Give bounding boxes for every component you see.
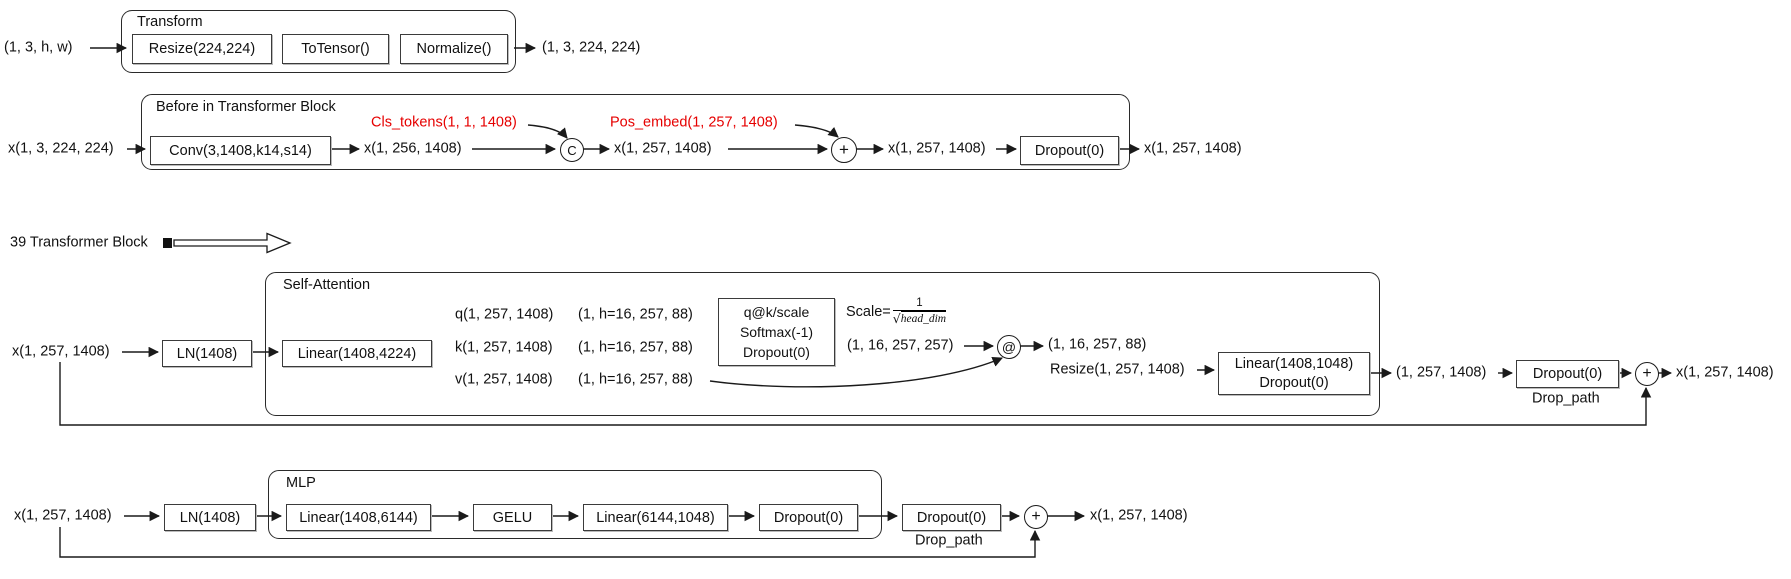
attn-input-shape: x(1, 257, 1408): [12, 343, 110, 360]
attn-op-line1: q@k/scale: [743, 304, 810, 320]
mlp-droppath-box: Dropout(0): [902, 504, 1001, 531]
sqrt-symbol: √: [892, 311, 901, 326]
attn-context-shape: (1, 16, 257, 88): [1048, 336, 1147, 353]
resize-box: Resize(224,224): [132, 34, 272, 64]
attn-ln-box: LN(1408): [162, 340, 252, 367]
mlp-fc2-box: Linear(6144,1048): [583, 504, 728, 531]
q-heads-shape: (1, h=16, 257, 88): [578, 306, 693, 323]
scale-fraction: 1 √ head_dim: [892, 297, 947, 327]
self-attention-container-label: Self-Attention: [283, 277, 371, 293]
mlp-dropout-box: Dropout(0): [759, 504, 858, 531]
arrow-cls-to-concat: [527, 124, 568, 139]
attn-proj-box: Linear(1408,1048) Dropout(0): [1218, 352, 1370, 395]
transform-container: [121, 10, 516, 73]
mlp-container: [268, 470, 882, 539]
embed-input-shape: x(1, 3, 224, 224): [8, 140, 114, 157]
after-concat-shape: x(1, 257, 1408): [614, 140, 712, 157]
qkv-linear-box: Linear(1408,4224): [282, 340, 432, 367]
attn-op-line3: Dropout(0): [743, 344, 810, 360]
attn-droppath-box: Dropout(0): [1516, 360, 1619, 388]
scale-formula: Scale= 1 √ head_dim: [846, 297, 947, 327]
mlp-container-label: MLP: [286, 475, 316, 491]
concat-op-circle: C: [560, 138, 584, 162]
attn-output-shape: x(1, 257, 1408): [1676, 364, 1774, 381]
mlp-add-op-circle: +: [1024, 505, 1048, 529]
k-shape: k(1, 257, 1408): [455, 339, 553, 356]
normalize-box: Normalize(): [400, 34, 508, 64]
arrow-pos-to-add: [794, 124, 839, 138]
attn-residual-wire: [59, 362, 1652, 426]
mlp-droppath-label: Drop_path: [915, 532, 983, 549]
repeat-count-label: 39 Transformer Block: [10, 234, 148, 251]
proj-line1: Linear(1408,1048): [1234, 355, 1354, 372]
proj-line2: Dropout(0): [1259, 374, 1329, 391]
mlp-fc1-box: Linear(1408,6144): [286, 504, 431, 531]
v-heads-shape: (1, h=16, 257, 88): [578, 371, 693, 388]
attention-ops-box: q@k/scale Softmax(-1) Dropout(0): [718, 298, 835, 366]
v-shape: v(1, 257, 1408): [455, 371, 553, 388]
arrow-v-to-matmul: [709, 356, 1003, 388]
cls-tokens-annotation: Cls_tokens(1, 1, 1408): [371, 114, 517, 131]
attn-op-line2: Softmax(-1): [739, 324, 814, 340]
attn-add-op-circle: +: [1635, 362, 1659, 386]
attn-droppath-label: Drop_path: [1532, 390, 1600, 407]
q-shape: q(1, 257, 1408): [455, 306, 554, 323]
mlp-output-shape: x(1, 257, 1408): [1090, 507, 1188, 524]
k-heads-shape: (1, h=16, 257, 88): [578, 339, 693, 356]
mlp-input-shape: x(1, 257, 1408): [14, 507, 112, 524]
attn-proj-out-shape: (1, 257, 1408): [1396, 364, 1487, 381]
pos-embed-annotation: Pos_embed(1, 257, 1408): [610, 114, 778, 131]
embed-dropout-box: Dropout(0): [1020, 136, 1119, 165]
matmul-op-circle: @: [997, 335, 1021, 359]
repeat-arrow-tail: [163, 238, 172, 248]
conv-box: Conv(3,1408,k14,s14): [150, 136, 331, 165]
attn-resize-label: Resize(1, 257, 1408): [1050, 361, 1185, 378]
embed-add-op-circle: +: [831, 137, 857, 163]
transform-input-shape: (1, 3, h, w): [4, 39, 73, 56]
attn-scores-shape: (1, 16, 257, 257): [847, 337, 954, 354]
mlp-ln-box: LN(1408): [164, 504, 256, 531]
totensor-box: ToTensor(): [282, 34, 389, 64]
self-attention-container: [265, 272, 1380, 416]
transform-container-label: Transform: [137, 14, 203, 30]
embed-container: [141, 94, 1130, 170]
repeat-block-arrow: [173, 232, 292, 254]
gelu-box: GELU: [473, 504, 552, 531]
after-conv-shape: x(1, 256, 1408): [364, 140, 462, 157]
scale-numerator: 1: [892, 297, 947, 311]
transform-output-shape: (1, 3, 224, 224): [542, 39, 641, 56]
scale-radicand: head_dim: [900, 311, 947, 325]
embed-container-label: Before in Transformer Block: [156, 99, 336, 115]
after-add-shape: x(1, 257, 1408): [888, 140, 986, 157]
embed-output-shape: x(1, 257, 1408): [1144, 140, 1242, 157]
scale-prefix: Scale=: [846, 304, 891, 320]
mlp-residual-wire: [59, 527, 1041, 558]
